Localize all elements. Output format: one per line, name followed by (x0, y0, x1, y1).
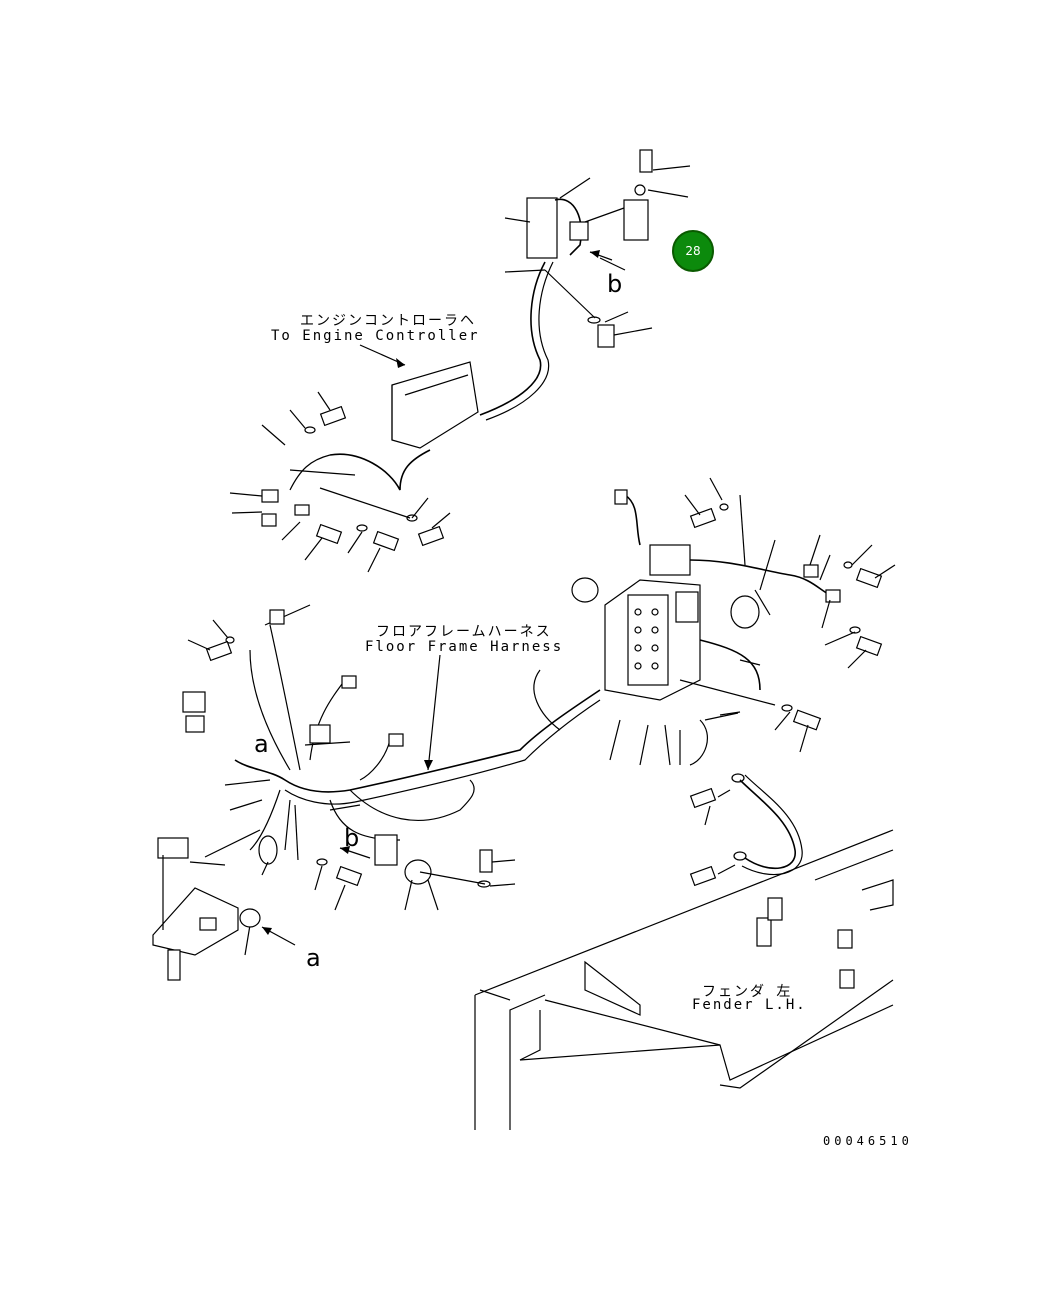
engine-controller-label-jp: エンジンコントローラヘ (300, 313, 476, 329)
floor-harness-label-jp: フロアフレームハーネス (376, 624, 552, 640)
fender-label-en: Fender L.H. (692, 997, 807, 1013)
clamp-block (569, 221, 589, 241)
floor-frame-harness (157, 250, 613, 956)
central-junction-box (349, 477, 896, 803)
engine-controller-label-en: To Engine Controller (271, 328, 480, 344)
top-bracket-assembly (479, 149, 691, 421)
bracket-plate (526, 197, 558, 259)
bolt (597, 324, 615, 348)
bolt-head (639, 149, 653, 173)
view-callout-b-top: b (607, 270, 623, 298)
relay-bracket (623, 199, 649, 241)
fender-frame (474, 829, 894, 1130)
part-number-badge-label: 28 (685, 244, 701, 258)
ground-cables (689, 773, 803, 887)
clamp (554, 198, 582, 256)
drawing-number: 00046510 (823, 1134, 913, 1148)
upper-harness (479, 261, 546, 416)
view-callout-b-mid: b (344, 824, 360, 852)
floor-harness-label-en: Floor Frame Harness (365, 639, 564, 655)
washer-2 (587, 316, 601, 324)
left-mount-bracket (152, 855, 261, 981)
view-callout-a-bottom: a (306, 944, 321, 972)
engine-controller (229, 344, 479, 573)
fender-label-jp: フェンダ 左 (702, 984, 793, 1000)
washer (634, 184, 646, 196)
view-callout-a-left: a (254, 730, 269, 758)
harness-leader (427, 654, 441, 771)
part-number-badge[interactable]: 28 (672, 230, 714, 272)
